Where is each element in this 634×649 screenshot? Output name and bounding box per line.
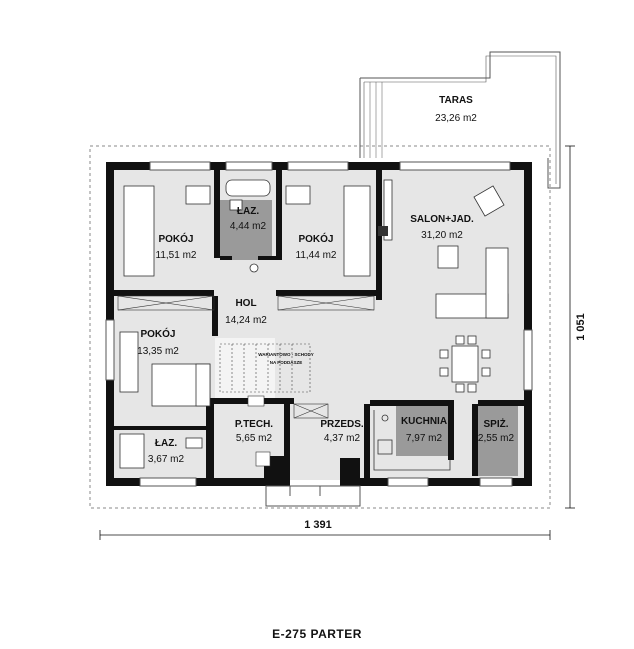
bath-2-fixtures <box>119 433 203 469</box>
room-area-pokoj-3: 13,35 m2 <box>137 346 179 357</box>
dimension-width-label: 1 391 <box>304 519 332 531</box>
dining-table <box>439 335 491 393</box>
room-area-laz-2: 3,67 m2 <box>148 454 185 465</box>
room-area-pokoj-1: 11,51 m2 <box>156 250 197 261</box>
dimension-horizontal <box>99 530 551 540</box>
wardrobes <box>117 295 375 419</box>
room-area-salon: 31,20 m2 <box>421 230 463 241</box>
roof-outline <box>89 145 551 509</box>
dimension-vertical <box>565 145 575 509</box>
room-name-salon: SALON+JAD. <box>410 214 474 225</box>
room-name-kuchnia: KUCHNIA <box>401 416 447 427</box>
stairs-note-line-2: NA PODDASZE <box>270 360 303 365</box>
room-name-przeds: PRZEDS. <box>320 419 364 430</box>
fireplace <box>383 179 393 241</box>
room-area-laz-1: 4,44 m2 <box>230 221 267 232</box>
room-name-pokoj-3: POKÓJ <box>140 327 175 340</box>
room-area-przeds: 4,37 m2 <box>324 433 361 444</box>
plan-title: E-275 PARTER <box>272 627 362 641</box>
terrace <box>359 51 561 189</box>
room-area-pokoj-2: 11,44 m2 <box>296 250 337 261</box>
room-name-laz-2: ŁAZ. <box>155 438 177 449</box>
room-area-taras: 23,26 m2 <box>435 113 477 124</box>
room-area-kuchnia: 7,97 m2 <box>406 433 443 444</box>
stove <box>378 226 388 236</box>
bed-pokoj-3 <box>119 331 211 407</box>
tech-equipment <box>247 395 271 467</box>
room-name-hol: HOL <box>235 298 256 309</box>
entrance <box>265 485 361 507</box>
stairs <box>219 343 311 393</box>
room-area-spiz: 2,55 m2 <box>478 433 515 444</box>
room-name-spiz: SPIŻ. <box>483 417 508 430</box>
room-name-taras: TARAS <box>439 95 473 106</box>
coffee-table <box>437 245 459 269</box>
room-name-pokoj-2: POKÓJ <box>298 232 333 245</box>
bed-pokoj-2 <box>285 185 371 277</box>
sofa <box>435 247 509 319</box>
windows <box>105 161 533 487</box>
room-name-pokoj-1: POKÓJ <box>158 232 193 245</box>
room-name-laz-1: ŁAZ. <box>237 206 259 217</box>
stairs-note-line-1: WARIANTOWO - SCHODY <box>258 352 313 357</box>
bath-1-fixtures <box>225 179 271 273</box>
room-name-ptech: P.TECH. <box>235 419 273 430</box>
room-area-ptech: 5,65 m2 <box>236 433 273 444</box>
armchair <box>473 185 505 217</box>
kitchen-counter <box>373 410 451 471</box>
dimension-height-label: 1 051 <box>575 313 587 341</box>
room-area-hol: 14,24 m2 <box>225 315 267 326</box>
bed-pokoj-1 <box>123 185 211 277</box>
